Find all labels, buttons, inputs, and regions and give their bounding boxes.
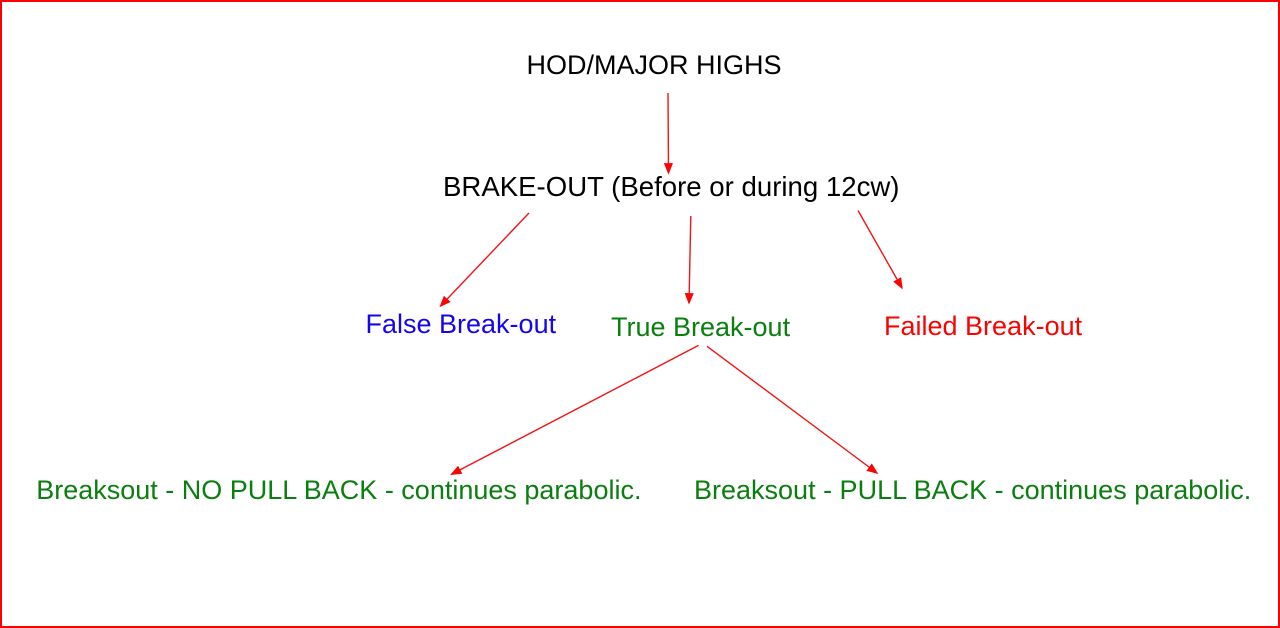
arrow-brakeout-to-failed (857, 210, 903, 290)
arrow-brakeout-to-false (439, 212, 530, 308)
node-false-break-out: False Break-out (365, 309, 557, 340)
node-brake-out: BRAKE-OUT (Before or during 12cw) (443, 170, 900, 202)
arrow-true-to-no-pullback (450, 344, 699, 476)
arrow-true-to-pullback (706, 345, 879, 474)
node-breaksout-no-pull-back: Breaksout - NO PULL BACK - continues par… (36, 475, 642, 506)
arrow-brakeout-to-true (684, 215, 694, 305)
arrow-root-to-brakeout (663, 92, 674, 175)
node-true-break-out: True Break-out (611, 311, 791, 342)
node-hod-major-highs: HOD/MAJOR HIGHS (526, 50, 782, 81)
node-failed-break-out: Failed Break-out (884, 310, 1083, 341)
node-breaksout-pull-back: Breaksout - PULL BACK - continues parabo… (694, 474, 1252, 505)
